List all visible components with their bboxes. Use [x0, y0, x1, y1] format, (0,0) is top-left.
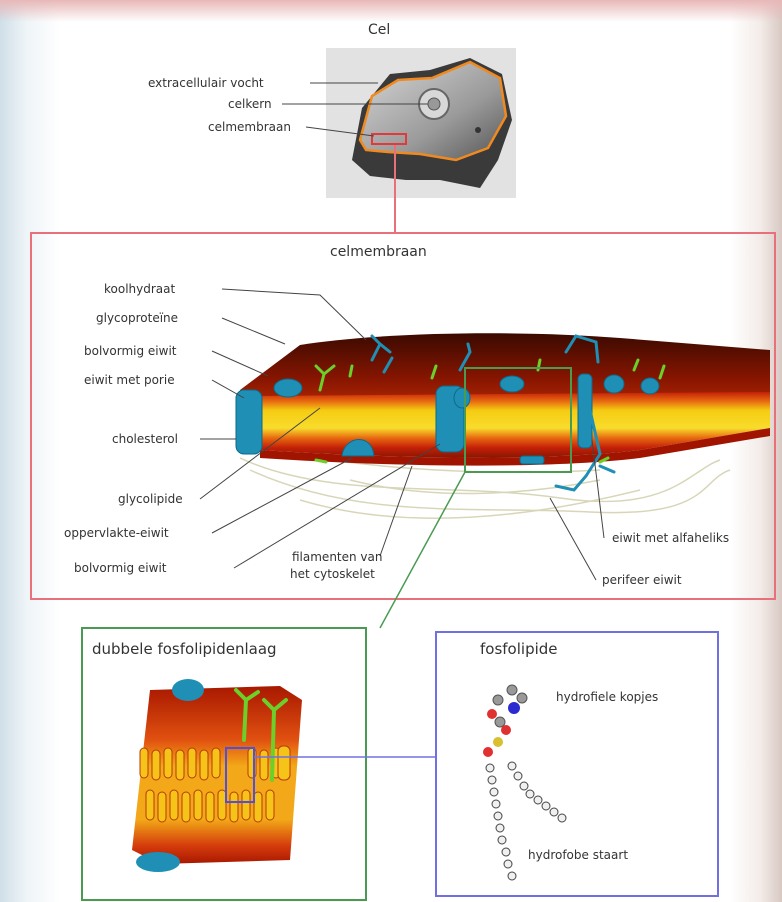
bilayer-illustration [132, 679, 302, 872]
label-surface-protein: oppervlakte-eiwit [64, 526, 169, 540]
label-filaments-line2: het cytoskelet [290, 567, 375, 581]
label-pore-protein: eiwit met porie [84, 373, 175, 387]
label-globular-protein-2: bolvormig eiwit [74, 561, 166, 575]
label-hydrophobic-tail: hydrofobe staart [528, 848, 628, 862]
label-peripheral-protein: perifeer eiwit [602, 573, 682, 587]
label-alpha-helix-protein: eiwit met alfaheliks [612, 531, 729, 545]
membrane-panel-title: celmembraan [330, 244, 427, 260]
label-hydrophilic-head: hydrofiele kopjes [556, 690, 658, 704]
label-nucleus: celkern [228, 97, 272, 111]
label-glycoprotein: glycoproteïne [96, 311, 178, 325]
label-cell-membrane: celmembraan [208, 120, 291, 134]
label-filaments-line1: filamenten van [292, 550, 383, 564]
label-carbohydrate: koolhydraat [104, 282, 175, 296]
label-extracellular-fluid: extracellulair vocht [148, 76, 264, 90]
label-cholesterol: cholesterol [112, 432, 178, 446]
bilayer-connector [380, 472, 465, 628]
bilayer-panel-title: dubbele fosfolipidenlaag [92, 640, 277, 658]
label-glycolipid: glycolipide [118, 492, 183, 506]
membrane-slab [240, 333, 770, 465]
phospholipid-panel-title: fosfolipide [480, 640, 558, 658]
label-globular-protein: bolvormig eiwit [84, 344, 176, 358]
